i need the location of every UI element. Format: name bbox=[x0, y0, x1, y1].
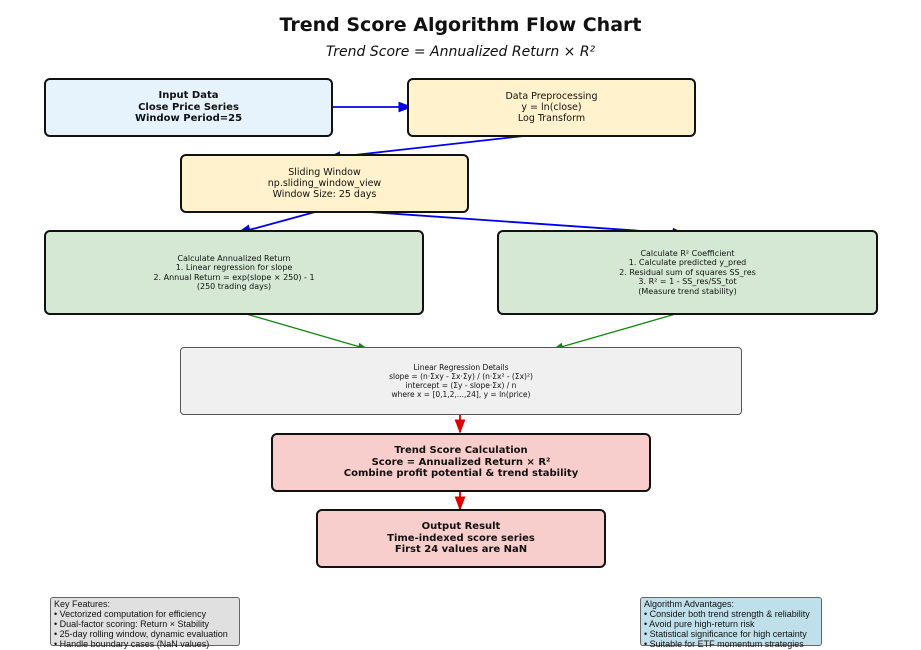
text-line: • Statistical significance for high cert… bbox=[644, 629, 807, 639]
arrow-annual-linreg bbox=[235, 310, 369, 351]
chart-title: Trend Score Algorithm Flow Chart bbox=[279, 14, 642, 36]
text-line: 3. R² = 1 - SS_res/SS_tot bbox=[638, 277, 737, 287]
text-line: Sliding Window bbox=[288, 167, 361, 178]
text-line: • Suitable for ETF momentum strategies bbox=[644, 639, 804, 649]
text-line: Trend Score Calculation bbox=[394, 445, 528, 457]
text-line: Time-indexed score series bbox=[387, 532, 535, 544]
text-line: • Avoid pure high-return risk bbox=[644, 619, 755, 629]
text-line: • Dual-factor scoring: Return × Stabilit… bbox=[54, 619, 209, 629]
text-line: 1. Linear regression for slope bbox=[175, 263, 293, 272]
text-line: Calculate Annualized Return bbox=[177, 253, 291, 263]
text-line: y = ln(close) bbox=[521, 102, 582, 113]
arrow-r2-linreg bbox=[552, 310, 687, 351]
text-line: intercept = (Σy - slope·Σx) / n bbox=[405, 381, 517, 390]
text-line: • Vectorized computation for efficiency bbox=[54, 609, 207, 619]
text-line: Input Data bbox=[158, 90, 219, 102]
text-line: Calculate R² Coefficient bbox=[640, 248, 735, 258]
text-line: Close Price Series bbox=[138, 101, 239, 113]
text-line: 2. Residual sum of squares SS_res bbox=[619, 267, 756, 277]
text-line: Linear Regression Details bbox=[413, 363, 509, 372]
text-line: • 25-day rolling window, dynamic evaluat… bbox=[54, 629, 228, 639]
text-line: where x = [0,1,2,...,24], y = ln(price) bbox=[391, 390, 531, 399]
text-line: (Measure trend stability) bbox=[638, 286, 737, 296]
arrow-preprocess-sliding bbox=[326, 132, 551, 162]
text-line: Data Preprocessing bbox=[505, 91, 598, 102]
key-features-note: Key Features:• Vectorized computation fo… bbox=[50, 597, 240, 649]
text-line: 2. Annual Return = exp(slope × 250) - 1 bbox=[153, 272, 315, 282]
text-line: 1. Calculate predicted y_pred bbox=[628, 258, 747, 268]
text-line: np.sliding_window_view bbox=[267, 178, 382, 189]
text-line: • Handle boundary cases (NaN values) bbox=[54, 639, 210, 649]
text-line: Window Size: 25 days bbox=[272, 189, 377, 200]
text-line: slope = (n·Σxy - Σx·Σy) / (n·Σx² - (Σx)²… bbox=[389, 372, 533, 381]
text-line: • Consider both trend strength & reliabi… bbox=[644, 609, 810, 619]
text-line: Output Result bbox=[421, 521, 501, 533]
text-line: Algorithm Advantages: bbox=[644, 599, 735, 609]
text-line: Window Period=25 bbox=[134, 113, 243, 125]
chart-subtitle: Trend Score = Annualized Return × R² bbox=[325, 44, 596, 60]
text-line: Score = Annualized Return × R² bbox=[371, 456, 551, 468]
arrow-sliding-annual bbox=[236, 208, 327, 235]
text-line: Combine profit potential & trend stabili… bbox=[343, 468, 579, 480]
text-line: First 24 values are NaN bbox=[394, 544, 528, 556]
algorithm-advantages-note: Algorithm Advantages:• Consider both tre… bbox=[640, 597, 822, 649]
text-line: Log Transform bbox=[517, 113, 586, 124]
arrow-sliding-r2 bbox=[325, 208, 687, 239]
text-line: Key Features: bbox=[54, 599, 111, 609]
text-line: (250 trading days) bbox=[196, 282, 272, 291]
